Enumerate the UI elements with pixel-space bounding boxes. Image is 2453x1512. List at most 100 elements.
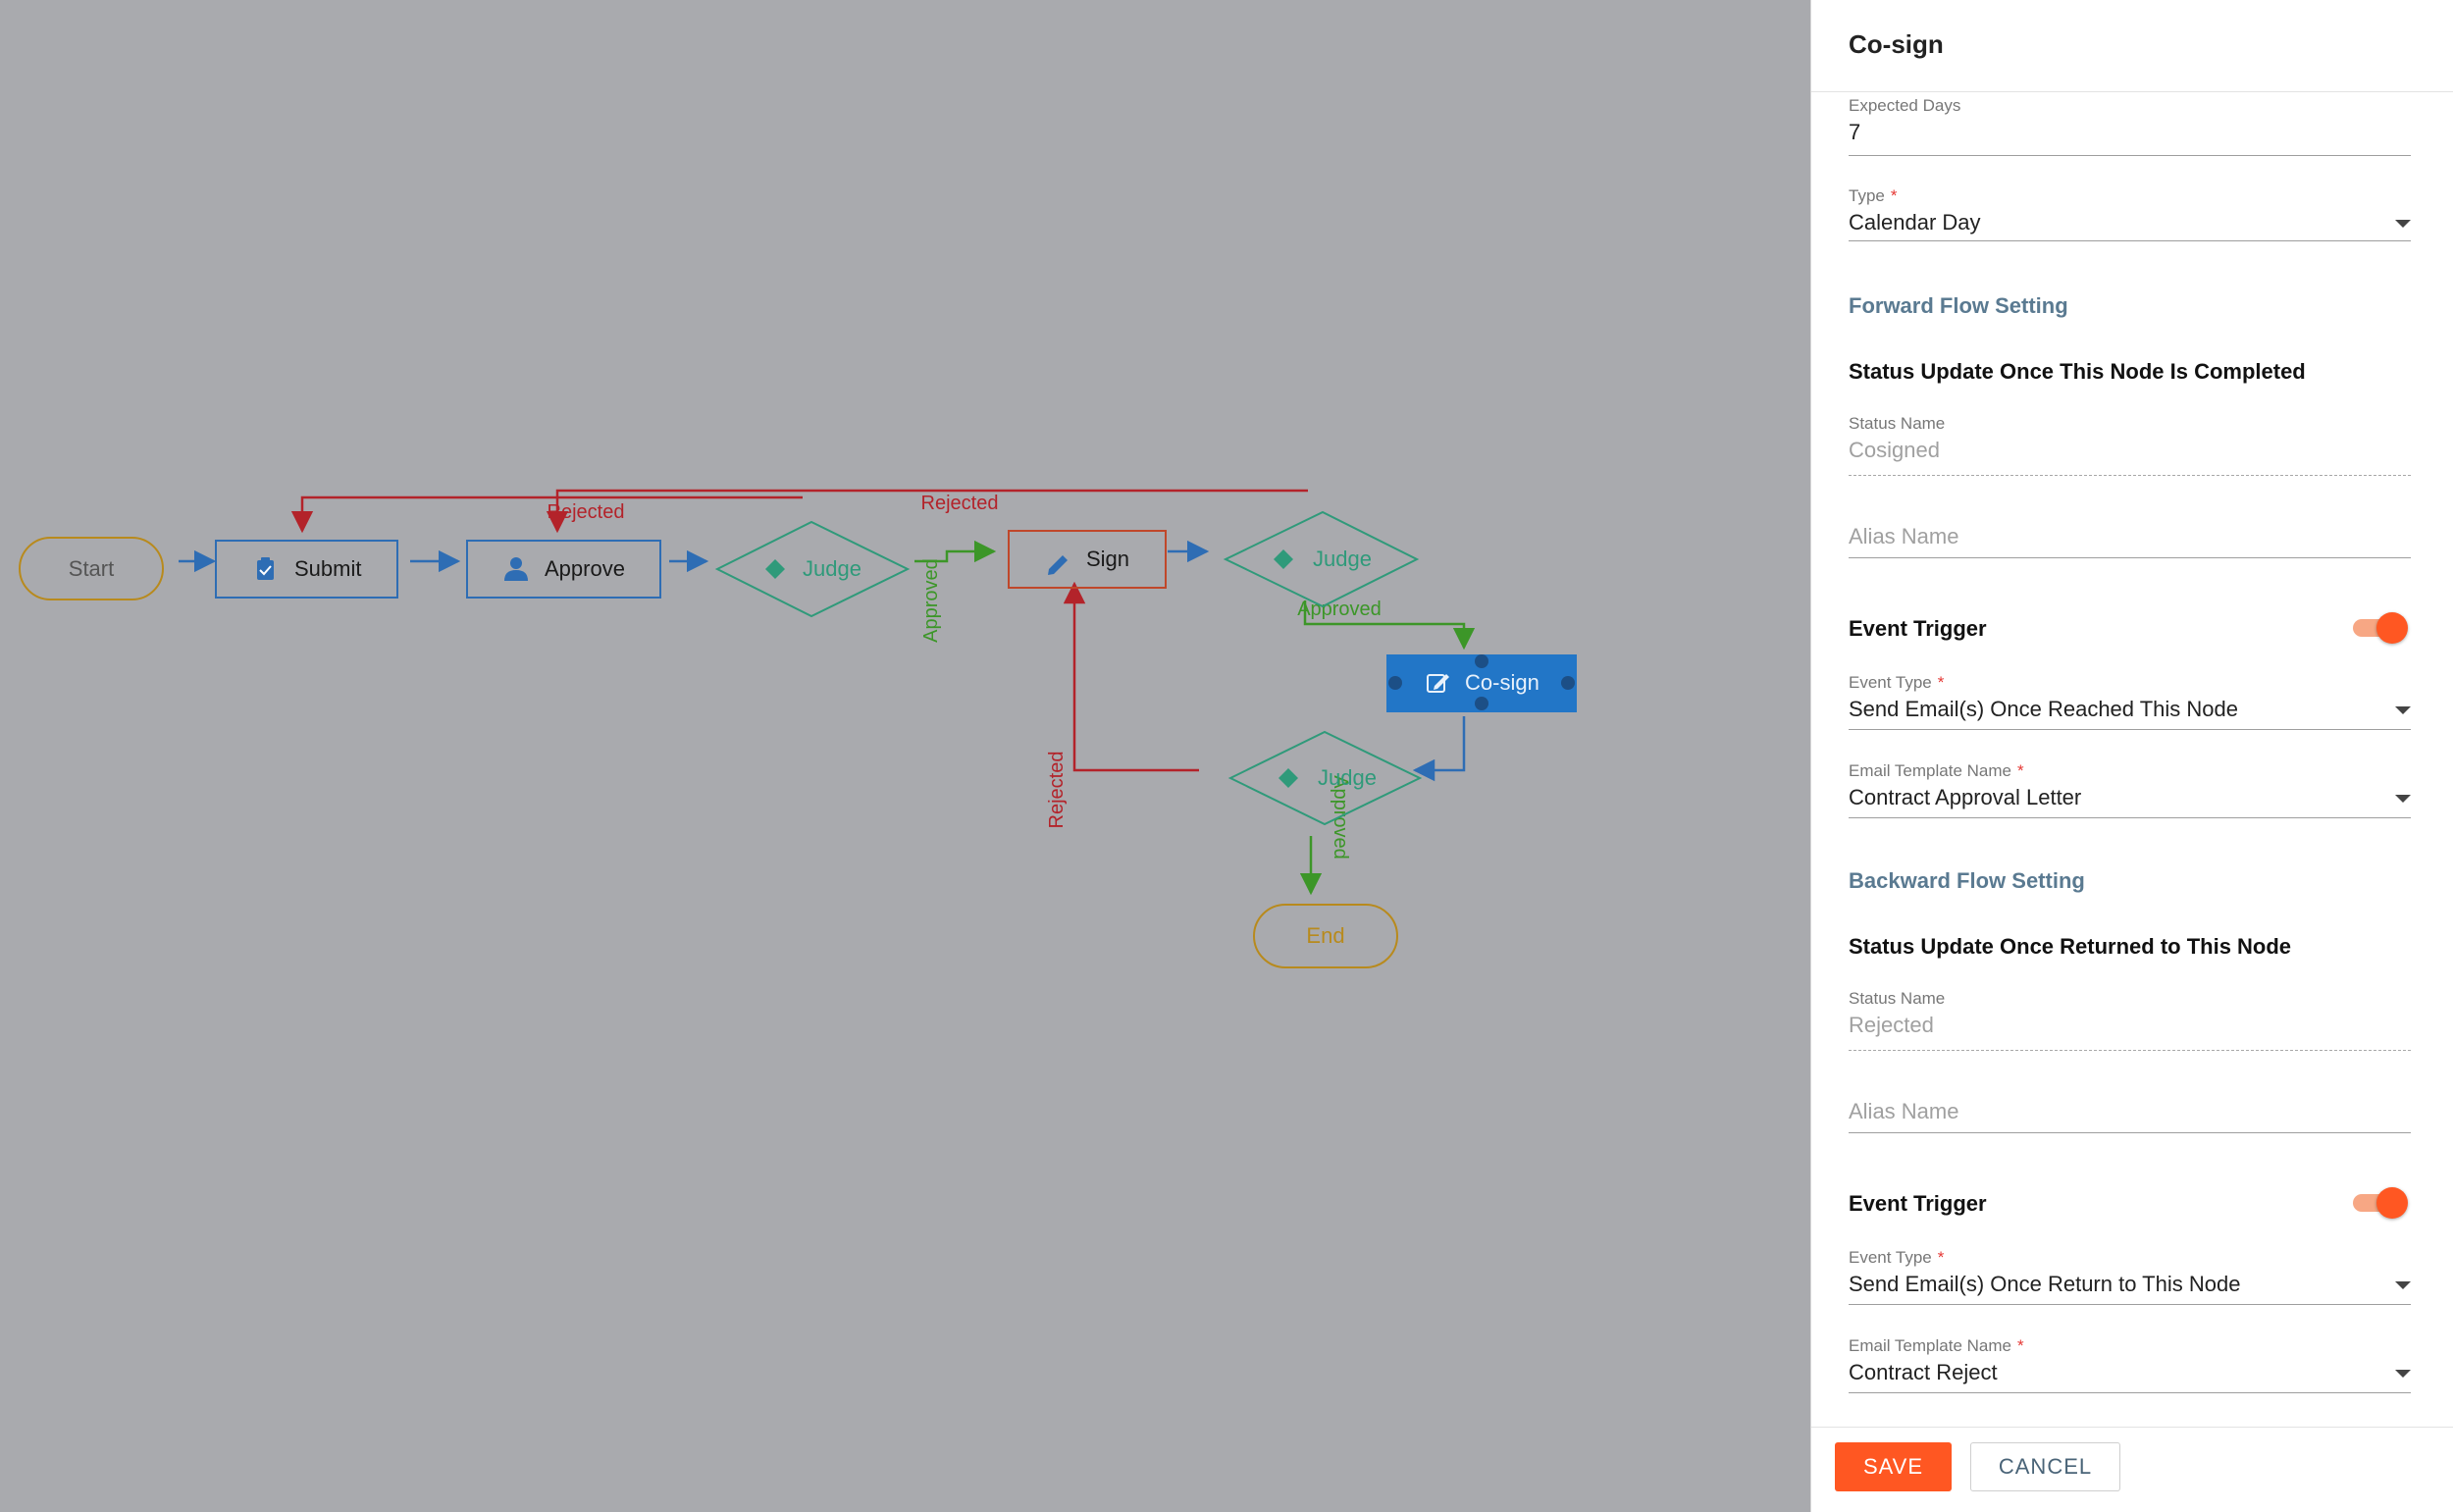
backward-alias-name-underline bbox=[1849, 1132, 2411, 1133]
backward-email-template-value: Contract Reject bbox=[1849, 1360, 1998, 1384]
backward-event-type-label: Event Type* bbox=[1849, 1248, 1945, 1267]
backward-event-type-underline bbox=[1849, 1304, 2411, 1305]
forward-event-trigger-label: Event Trigger bbox=[1849, 616, 1987, 641]
connection-handle-top[interactable] bbox=[1475, 654, 1488, 668]
forward-event-trigger-toggle[interactable] bbox=[2349, 612, 2410, 644]
node-start[interactable]: Start bbox=[19, 537, 164, 600]
forward-status-name-value: Cosigned bbox=[1849, 438, 1940, 462]
forward-status-name-label: Status Name bbox=[1849, 414, 1946, 433]
chevron-down-icon bbox=[2395, 1370, 2411, 1378]
cancel-button[interactable]: CANCEL bbox=[1970, 1442, 2120, 1491]
forward-email-template-value: Contract Approval Letter bbox=[1849, 785, 2082, 809]
chevron-down-icon bbox=[2395, 795, 2411, 803]
edge-label-rejected-submit: Rejected bbox=[548, 501, 625, 523]
node-judge-1-label: Judge bbox=[803, 556, 861, 581]
edge-label-approved-judge2: Approved bbox=[1297, 599, 1382, 620]
expected-days-field[interactable]: Expected Days 7 bbox=[1849, 96, 2411, 156]
edge-label-approved-judge1: Approved bbox=[920, 558, 942, 643]
connection-handle-left[interactable] bbox=[1388, 676, 1402, 690]
forward-event-type-label: Event Type* bbox=[1849, 673, 1945, 692]
panel-body[interactable]: Expected Days 7 Type* Calendar Day Forwa… bbox=[1811, 92, 2453, 1427]
forward-email-template-label: Email Template Name* bbox=[1849, 761, 2024, 780]
backward-status-name-underline bbox=[1849, 1050, 2411, 1051]
edge-label-rejected-approve: Rejected bbox=[921, 493, 999, 514]
backward-email-template-select[interactable]: Email Template Name* Contract Reject bbox=[1849, 1336, 2411, 1395]
workflow-diagram: Rejected Rejected Approved Approved Reje… bbox=[19, 489, 1577, 968]
diamond-icon bbox=[1279, 768, 1298, 788]
pencil-icon bbox=[1048, 555, 1068, 575]
node-judge-3[interactable]: Judge bbox=[1227, 730, 1423, 826]
forward-alias-name-placeholder: Alias Name bbox=[1849, 524, 1959, 548]
type-select[interactable]: Type* Calendar Day bbox=[1849, 186, 2411, 241]
panel-footer: SAVE CANCEL bbox=[1811, 1427, 2453, 1512]
node-start-label: Start bbox=[69, 556, 114, 581]
node-judge-3-label: Judge bbox=[1318, 765, 1377, 790]
backward-status-name-field: Status Name Rejected bbox=[1849, 989, 2411, 1052]
forward-event-type-value: Send Email(s) Once Reached This Node bbox=[1849, 697, 2239, 721]
forward-event-type-underline bbox=[1849, 729, 2411, 730]
node-cosign-label: Co-sign bbox=[1465, 670, 1540, 695]
edge-rejected-to-approve[interactable] bbox=[546, 489, 1308, 534]
type-label: Type* bbox=[1849, 186, 1898, 205]
edge-judge2-approved[interactable] bbox=[1303, 600, 1476, 651]
toggle-knob bbox=[2376, 612, 2408, 644]
edge-rejected-to-submit[interactable] bbox=[290, 495, 803, 534]
node-cosign[interactable]: Co-sign bbox=[1386, 654, 1577, 712]
node-end-label: End bbox=[1306, 923, 1344, 948]
edge-label-rejected-judge3: Rejected bbox=[1046, 752, 1068, 829]
backward-event-trigger-label: Event Trigger bbox=[1849, 1191, 1987, 1216]
person-icon bbox=[504, 557, 528, 581]
forward-status-name-field: Status Name Cosigned bbox=[1849, 414, 2411, 477]
forward-status-name-underline bbox=[1849, 475, 2411, 476]
node-end[interactable]: End bbox=[1253, 904, 1398, 968]
diamond-icon bbox=[765, 559, 785, 579]
forward-alias-name-underline bbox=[1849, 557, 2411, 558]
type-underline bbox=[1849, 240, 2411, 241]
connection-handle-right[interactable] bbox=[1561, 676, 1575, 690]
forward-email-template-underline bbox=[1849, 817, 2411, 818]
chevron-down-icon bbox=[2395, 220, 2411, 228]
backward-email-template-label: Email Template Name* bbox=[1849, 1336, 2024, 1355]
forward-status-subtitle: Status Update Once This Node Is Complete… bbox=[1849, 359, 2306, 384]
edit-square-icon bbox=[1427, 674, 1449, 693]
workflow-canvas[interactable]: Rejected Rejected Approved Approved Reje… bbox=[0, 0, 1810, 1512]
toggle-knob bbox=[2376, 1187, 2408, 1219]
node-sign[interactable]: Sign bbox=[1008, 530, 1167, 589]
node-submit[interactable]: Submit bbox=[215, 540, 398, 599]
diamond-icon bbox=[1274, 549, 1293, 569]
type-value: Calendar Day bbox=[1849, 210, 1981, 235]
backward-status-name-value: Rejected bbox=[1849, 1013, 1934, 1037]
chevron-down-icon bbox=[2395, 706, 2411, 714]
expected-days-value[interactable]: 7 bbox=[1849, 120, 1861, 144]
edge-judge3-rejected[interactable] bbox=[1063, 581, 1199, 772]
backward-event-trigger-toggle[interactable] bbox=[2349, 1187, 2410, 1219]
save-button[interactable]: SAVE bbox=[1835, 1442, 1952, 1491]
connection-handle-bottom[interactable] bbox=[1475, 697, 1488, 710]
node-settings-panel: Co-sign Expected Days 7 Type* Calendar D… bbox=[1810, 0, 2453, 1512]
backward-alias-name-placeholder: Alias Name bbox=[1849, 1099, 1959, 1123]
expected-days-underline bbox=[1849, 155, 2411, 156]
backward-email-template-underline bbox=[1849, 1392, 2411, 1393]
backward-event-type-select[interactable]: Event Type* Send Email(s) Once Return to… bbox=[1849, 1248, 2411, 1307]
backward-status-subtitle: Status Update Once Returned to This Node bbox=[1849, 934, 2292, 959]
edge-judge1-approved[interactable] bbox=[914, 540, 997, 563]
node-judge-1[interactable]: Judge bbox=[714, 520, 911, 618]
node-approve-label: Approve bbox=[545, 556, 625, 581]
forward-alias-name-input[interactable]: Alias Name bbox=[1849, 524, 2411, 573]
panel-header: Co-sign bbox=[1811, 0, 2453, 92]
edge-cosign-judge3[interactable] bbox=[1412, 716, 1466, 782]
backward-status-name-label: Status Name bbox=[1849, 989, 1946, 1008]
chevron-down-icon bbox=[2395, 1281, 2411, 1289]
backward-alias-name-input[interactable]: Alias Name bbox=[1849, 1099, 2411, 1148]
node-judge-2[interactable]: Judge bbox=[1223, 510, 1420, 608]
expected-days-label: Expected Days bbox=[1849, 96, 1961, 115]
forward-event-type-select[interactable]: Event Type* Send Email(s) Once Reached T… bbox=[1849, 673, 2411, 732]
clipboard-check-icon bbox=[257, 557, 274, 580]
node-submit-label: Submit bbox=[294, 556, 361, 581]
forward-flow-title: Forward Flow Setting bbox=[1849, 293, 2068, 318]
forward-email-template-select[interactable]: Email Template Name* Contract Approval L… bbox=[1849, 761, 2411, 820]
backward-event-type-value: Send Email(s) Once Return to This Node bbox=[1849, 1272, 2241, 1296]
backward-flow-title: Backward Flow Setting bbox=[1849, 868, 2085, 893]
node-approve[interactable]: Approve bbox=[466, 540, 661, 599]
node-judge-2-label: Judge bbox=[1313, 547, 1372, 571]
